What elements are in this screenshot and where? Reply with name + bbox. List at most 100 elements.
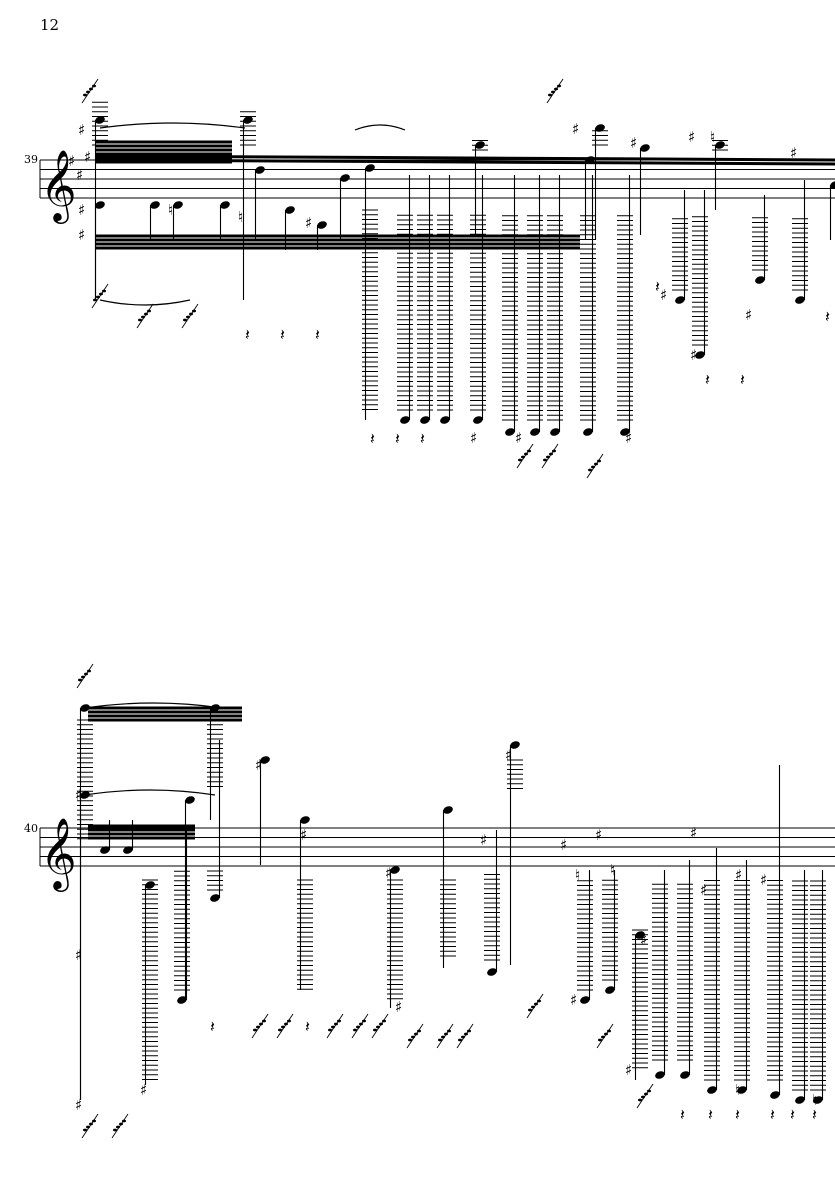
grace-notehead [183, 318, 187, 322]
natural-icon: ♮ [812, 1091, 817, 1109]
grace-slash [81, 1113, 99, 1139]
sharp-icon: ♯ [660, 286, 667, 304]
grace-notehead [408, 1038, 412, 1042]
grace-notehead [518, 458, 522, 462]
notehead [80, 791, 90, 799]
rest-icon: 𝄽 [245, 325, 250, 344]
rest-icon: 𝄽 [280, 325, 285, 344]
rest-icon: 𝄽 [370, 429, 375, 448]
grace-slash [596, 1023, 614, 1049]
tie [84, 789, 216, 796]
notation-system-1: ♯♯♯♮♮♯♯♯♯♮♯♯♯♯♯♯♯𝄽𝄽𝄽𝄽𝄽𝄽𝄽𝄽𝄽𝄽 [78, 78, 835, 479]
grace-slash [456, 1023, 474, 1049]
grace-notehead [528, 1008, 532, 1012]
rest-icon: 𝄽 [825, 307, 830, 326]
sharp-icon: ♯ [78, 226, 85, 244]
notehead [340, 174, 350, 182]
grace-slash [351, 1013, 369, 1039]
rest-icon: 𝄽 [790, 1105, 795, 1124]
rest-icon: 𝄽 [708, 1105, 713, 1124]
grace-notehead [328, 1028, 332, 1032]
notehead [655, 1071, 665, 1079]
notehead [550, 428, 560, 436]
natural-icon: ♮ [238, 208, 243, 226]
sharp-icon: ♯ [745, 306, 752, 324]
grace-notehead [373, 1028, 377, 1032]
sharp-icon: ♯ [688, 128, 695, 146]
sharp-icon: ♯ [515, 429, 522, 447]
measure-number-40: 40 [24, 822, 38, 835]
grace-slash [81, 78, 99, 104]
sharp-icon: ♯ [625, 429, 632, 447]
system-2: 𝄞 ♯♯♯♯♯♯♯♯♯♯♮♯♮♯♯♯♯♯♯♯♯♮♮𝄽𝄽𝄽𝄽𝄽𝄽𝄽𝄽 [39, 663, 835, 1139]
notehead [640, 144, 650, 152]
sharp-icon: ♯ [78, 201, 85, 219]
sharp-icon: ♯ [640, 931, 647, 949]
grace-slash [546, 78, 564, 104]
beam [94, 154, 835, 162]
notehead [260, 756, 270, 764]
sharp-icon: ♯ [395, 998, 402, 1016]
notehead [770, 1091, 780, 1099]
notehead [80, 704, 90, 712]
grace-notehead [543, 458, 547, 462]
measure-number-39: 39 [24, 153, 38, 166]
notehead [150, 201, 160, 209]
notehead [737, 1086, 747, 1094]
grace-notehead [548, 93, 552, 97]
rest-icon: 𝄽 [395, 429, 400, 448]
sharp-icon: ♯ [84, 148, 91, 166]
grace-slash [436, 1023, 454, 1049]
sharp-icon: ♯ [78, 121, 85, 139]
grace-notehead [78, 678, 82, 682]
notehead [585, 156, 595, 164]
grace-slash [516, 443, 534, 469]
rest-icon: 𝄽 [740, 370, 745, 389]
notehead [100, 846, 110, 854]
notehead [440, 416, 450, 424]
grace-notehead [438, 1038, 442, 1042]
grace-slash [91, 283, 109, 309]
tie [354, 124, 406, 131]
sharp-icon: ♯ [572, 120, 579, 138]
rest-icon: 𝄽 [812, 1105, 817, 1124]
grace-slash [136, 303, 154, 329]
tie [99, 299, 191, 306]
rest-icon: 𝄽 [210, 1017, 215, 1036]
grace-notehead [638, 1098, 642, 1102]
tie [84, 702, 223, 709]
grace-slash [326, 1013, 344, 1039]
notehead [300, 816, 310, 824]
rest-icon: 𝄽 [315, 325, 320, 344]
natural-icon: ♮ [168, 201, 173, 219]
staff-lines-system-2 [40, 827, 835, 867]
notehead [795, 296, 805, 304]
notehead [210, 894, 220, 902]
natural-icon: ♮ [610, 861, 615, 879]
notehead [680, 1071, 690, 1079]
notehead [473, 416, 483, 424]
grace-notehead [278, 1028, 282, 1032]
grace-notehead [83, 93, 87, 97]
sharp-icon: ♯ [560, 836, 567, 854]
treble-clef-icon: 𝄞 [40, 148, 77, 224]
notehead [210, 704, 220, 712]
rest-icon: 𝄽 [770, 1105, 775, 1124]
notehead [755, 276, 765, 284]
grace-slash [181, 303, 199, 329]
sharp-icon: ♯ [140, 1081, 147, 1099]
key-signature: ♯ ♯ ♯ [68, 148, 91, 184]
sharp-icon: ♯ [75, 786, 82, 804]
notehead [487, 968, 497, 976]
grace-notehead [93, 298, 97, 302]
notehead [173, 201, 183, 209]
notehead [707, 1086, 717, 1094]
grace-notehead [83, 1128, 87, 1132]
sharp-icon: ♯ [505, 746, 512, 764]
sharp-icon: ♯ [76, 166, 83, 184]
sharp-icon: ♯ [700, 881, 707, 899]
notehead [510, 741, 520, 749]
sharp-icon: ♯ [735, 866, 742, 884]
grace-notehead [138, 318, 142, 322]
